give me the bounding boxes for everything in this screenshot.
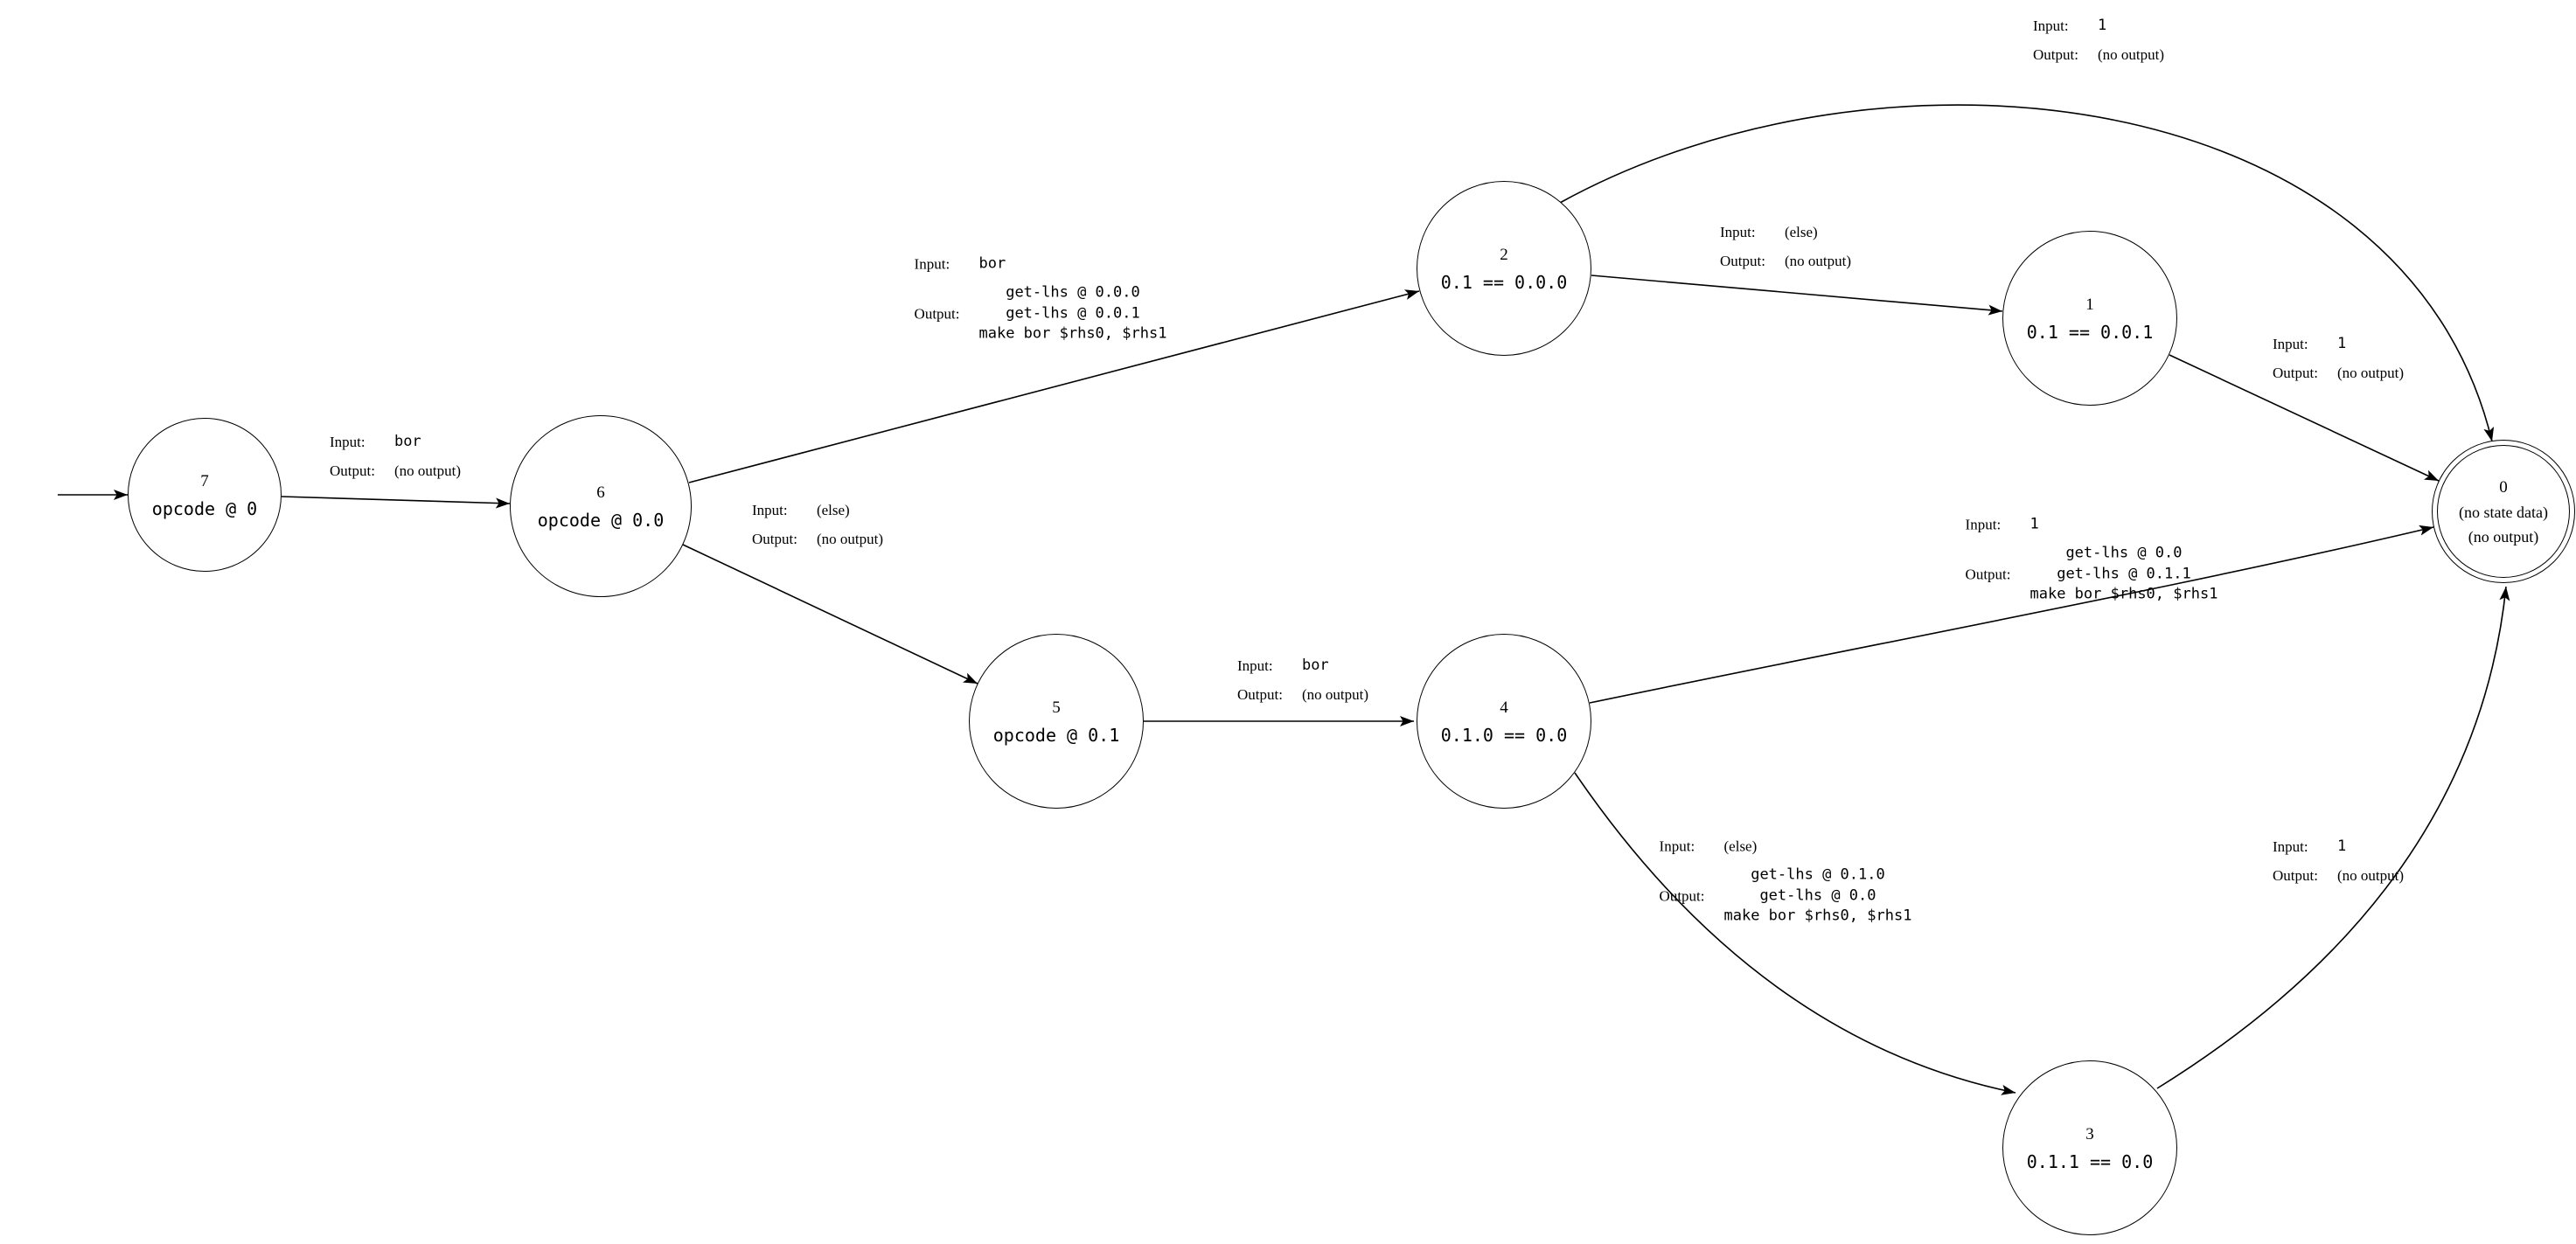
edge-2-to-0 bbox=[1559, 104, 2495, 442]
edge-1-to-0 bbox=[2169, 354, 2440, 482]
output-key: Output: bbox=[330, 462, 375, 479]
edge-label-4-3: Input: (else) Output: get-lhs @ 0.1.0 ge… bbox=[1660, 837, 1912, 926]
input-key: Input: bbox=[1237, 657, 1273, 674]
input-key: Input: bbox=[914, 255, 950, 273]
input-key: Input: bbox=[1659, 837, 1695, 855]
input-value: 1 bbox=[2336, 334, 2347, 352]
state-label: 0.1.1 == 0.0 bbox=[2026, 1150, 2154, 1172]
state-id: 6 bbox=[596, 483, 605, 502]
state-node-3: 3 0.1.1 == 0.0 bbox=[2002, 1060, 2177, 1235]
state-output-line: (no output) bbox=[2468, 527, 2539, 546]
output-key: Output: bbox=[2273, 867, 2318, 884]
output-line: get-lhs @ 0.0 bbox=[2065, 544, 2183, 562]
edge-label-6-2: Input: bor Output: get-lhs @ 0.0.0 get-l… bbox=[915, 255, 1167, 344]
output-value: get-lhs @ 0.0.0 get-lhs @ 0.0.1 make bor… bbox=[979, 284, 1167, 344]
state-id: 0 bbox=[2499, 477, 2508, 497]
input-value: (else) bbox=[816, 501, 850, 518]
output-value: (no output) bbox=[2336, 365, 2404, 381]
state-node-2: 2 0.1 == 0.0.0 bbox=[1417, 181, 1591, 356]
input-key: Input: bbox=[2033, 17, 2069, 34]
state-node-5: 5 opcode @ 0.1 bbox=[969, 634, 1144, 809]
state-id: 4 bbox=[1500, 698, 1508, 717]
input-key: Input: bbox=[1720, 223, 1756, 240]
input-value: bor bbox=[1301, 656, 1329, 674]
input-value: (else) bbox=[1784, 223, 1818, 240]
output-key: Output: bbox=[752, 531, 797, 547]
edge-label-3-0: Input: 1 Output: (no output) bbox=[2273, 837, 2404, 886]
output-key: Output: bbox=[914, 305, 960, 322]
output-value: (no output) bbox=[1784, 253, 1851, 269]
state-node-1: 1 0.1 == 0.0.1 bbox=[2002, 231, 2177, 406]
state-node-0-accepting: 0 (no state data) (no output) bbox=[2432, 440, 2575, 583]
output-value: (no output) bbox=[1301, 686, 1368, 703]
edge-7-to-6 bbox=[281, 496, 511, 509]
input-key: Input: bbox=[1965, 516, 2002, 533]
edge-label-7-6: Input: bor Output: (no output) bbox=[330, 433, 461, 481]
input-value: bor bbox=[393, 432, 421, 450]
state-data-line: (no state data) bbox=[2459, 503, 2548, 521]
state-id: 2 bbox=[1500, 245, 1508, 264]
output-key: Output: bbox=[1237, 686, 1283, 703]
state-label: opcode @ 0.1 bbox=[992, 724, 1120, 746]
edge-4-to-0 bbox=[1589, 525, 2434, 704]
output-value: (no output) bbox=[2336, 867, 2404, 884]
output-line: get-lhs @ 0.1.1 bbox=[2057, 565, 2191, 582]
output-line: make bor $rhs0, $rhs1 bbox=[978, 324, 1167, 343]
output-line: get-lhs @ 0.0.1 bbox=[1006, 304, 1140, 322]
input-value: 1 bbox=[2097, 16, 2107, 34]
output-key: Output: bbox=[1720, 253, 1765, 269]
output-value: (no output) bbox=[393, 462, 461, 479]
edge-6-to-5 bbox=[682, 544, 978, 685]
edge-4-to-3 bbox=[1574, 772, 2016, 1095]
edge-6-to-2 bbox=[688, 289, 1420, 483]
edge-2-to-1 bbox=[1591, 275, 2003, 316]
edge-label-2-1: Input: (else) Output: (no output) bbox=[1720, 223, 1851, 271]
output-key: Output: bbox=[2273, 365, 2318, 381]
input-key: Input: bbox=[2273, 335, 2308, 352]
input-key: Input: bbox=[2273, 837, 2308, 855]
state-label: 0.1 == 0.0.1 bbox=[2026, 321, 2154, 343]
state-node-4: 4 0.1.0 == 0.0 bbox=[1417, 634, 1591, 809]
output-value: (no output) bbox=[816, 531, 883, 547]
output-line: make bor $rhs0, $rhs1 bbox=[2029, 585, 2218, 603]
output-key: Output: bbox=[2033, 46, 2078, 63]
state-id: 1 bbox=[2085, 295, 2094, 314]
input-value: 1 bbox=[2336, 837, 2347, 855]
output-value: get-lhs @ 0.0 get-lhs @ 0.1.1 make bor $… bbox=[2030, 545, 2218, 604]
output-value: (no output) bbox=[2097, 46, 2164, 63]
edge-label-5-4: Input: bor Output: (no output) bbox=[1237, 657, 1368, 705]
output-line: make bor $rhs0, $rhs1 bbox=[1723, 907, 1912, 925]
state-label: 0.1.0 == 0.0 bbox=[1440, 724, 1568, 746]
edge-label-2-0: Input: 1 Output: (no output) bbox=[2033, 17, 2164, 65]
output-line: get-lhs @ 0.1.0 bbox=[1751, 865, 1885, 884]
output-key: Output: bbox=[1659, 887, 1705, 904]
state-id: 7 bbox=[200, 471, 209, 490]
state-label: opcode @ 0.0 bbox=[537, 509, 665, 531]
edge-3-to-0 bbox=[2156, 586, 2510, 1089]
output-line: get-lhs @ 0.0.0 bbox=[1006, 283, 1140, 302]
state-node-6: 6 opcode @ 0.0 bbox=[510, 415, 692, 597]
state-node-7: 7 opcode @ 0 bbox=[128, 418, 282, 572]
input-value: (else) bbox=[1723, 837, 1758, 855]
input-key: Input: bbox=[752, 501, 788, 518]
input-key: Input: bbox=[330, 433, 366, 450]
edge-label-1-0: Input: 1 Output: (no output) bbox=[2273, 335, 2404, 383]
input-value: 1 bbox=[2029, 515, 2039, 533]
output-key: Output: bbox=[1965, 566, 2011, 582]
input-value: bor bbox=[978, 254, 1006, 273]
output-value: get-lhs @ 0.1.0 get-lhs @ 0.0 make bor $… bbox=[1724, 866, 1912, 926]
output-line: get-lhs @ 0.0 bbox=[1759, 886, 1876, 904]
state-label: 0.1 == 0.0.0 bbox=[1440, 271, 1568, 293]
state-label: opcode @ 0 bbox=[151, 497, 258, 519]
edge-label-4-0: Input: 1 Output: get-lhs @ 0.0 get-lhs @… bbox=[1966, 516, 2218, 604]
state-id: 5 bbox=[1052, 698, 1061, 717]
state-id: 3 bbox=[2085, 1124, 2094, 1143]
edge-label-6-5: Input: (else) Output: (no output) bbox=[752, 501, 883, 549]
